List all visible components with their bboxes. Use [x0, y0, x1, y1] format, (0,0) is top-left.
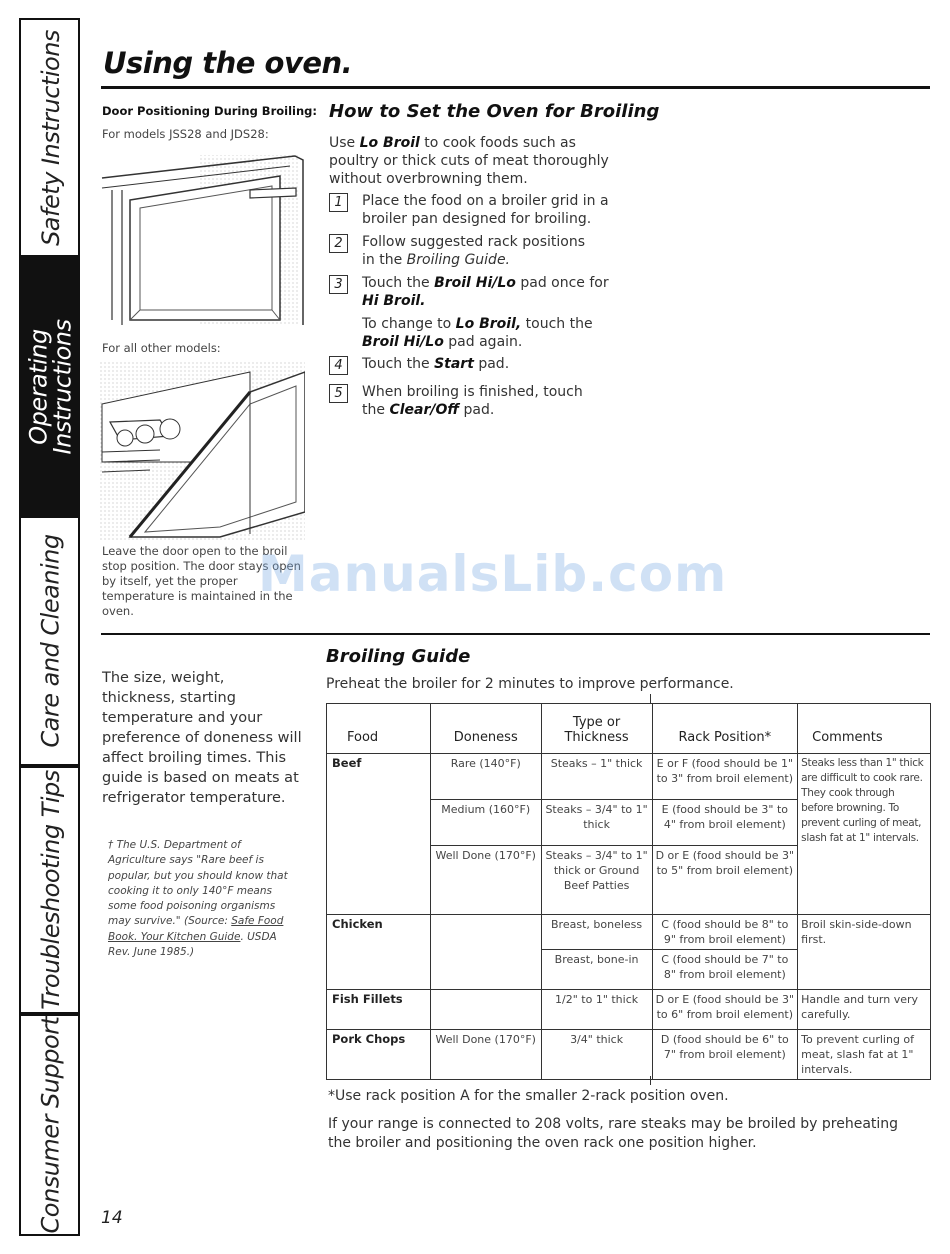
cell-thickness: 3/4" thick	[540, 1029, 653, 1080]
table-header: Food Doneness Type or Thickness Rack Pos…	[326, 703, 931, 754]
cell-comments: To prevent curling of meat, slash fat at…	[797, 1029, 931, 1080]
step-text: Touch the Broil Hi/Lo pad once for Hi Br…	[362, 275, 609, 309]
table-row: Breast, bone-in C (food should be 7" to …	[327, 949, 931, 990]
table-row: Well Done (170°F) Steaks – 3/4" to 1" th…	[327, 845, 931, 915]
oven-door-illustration-1	[101, 155, 304, 325]
cell-rack: D or E (food should be 3" to 6" from bro…	[651, 989, 799, 1030]
header-comments: Comments	[797, 703, 931, 754]
cell-rack: D (food should be 6" to 7" from broil el…	[651, 1029, 799, 1080]
step-text: Touch the Start pad.	[362, 356, 510, 372]
tab-label: Operating Instructions	[24, 319, 77, 454]
step-subtext: To change to Lo Broil, touch the Broil H…	[362, 316, 593, 350]
step-number: 5	[329, 384, 348, 403]
guide-left-text: The size, weight, thickness, starting te…	[102, 670, 302, 806]
cell-comments: Handle and turn very carefully.	[797, 989, 931, 1030]
cell-thickness: Breast, bone-in	[540, 949, 653, 990]
cell-thickness: Steaks – 1" thick	[540, 753, 653, 800]
table-row: Medium (160°F) Steaks – 3/4" to 1" thick…	[327, 799, 931, 846]
cell-doneness: Medium (160°F)	[429, 799, 542, 846]
tabs-divider	[78, 18, 80, 1236]
section-tabs: Safety Instructions Operating Instructio…	[19, 18, 80, 1236]
cell-doneness: Well Done (170°F)	[429, 1029, 542, 1080]
guide-note-voltage: If your range is connected to 208 volts,…	[328, 1116, 899, 1151]
cell-rack: E (food should be 3" to 4" from broil el…	[651, 799, 799, 846]
oven-door-illustration-2	[100, 362, 305, 540]
guide-connector-bottom	[650, 1076, 651, 1085]
header-food: Food	[326, 703, 431, 754]
broil-set-heading: How to Set the Oven for Broiling	[329, 101, 660, 122]
title-divider	[101, 86, 930, 89]
step-text: When broiling is finished, touch the Cle…	[362, 384, 583, 418]
tab-care-and-cleaning[interactable]: Care and Cleaning	[19, 516, 80, 766]
section-divider	[101, 633, 930, 635]
step-3: 3 Touch the Broil Hi/Lo pad once for Hi …	[329, 274, 627, 351]
broil-set-intro: Use Lo Broil to cook foods such as poult…	[329, 135, 609, 187]
broiling-guide-table: Food Doneness Type or Thickness Rack Pos…	[326, 703, 931, 1080]
page-title: Using the oven.	[103, 46, 353, 80]
step-number: 4	[329, 356, 348, 375]
step-1: 1 Place the food on a broiler grid in a …	[329, 192, 614, 228]
door-caption: Leave the door open to the broil stop po…	[102, 544, 301, 618]
guide-heading: Broiling Guide	[326, 646, 471, 667]
cell-food: Fish Fillets	[326, 989, 431, 1030]
cell-doneness: Rare (140°F)	[429, 753, 542, 800]
cell-rack: C (food should be 8" to 9" from broil el…	[651, 914, 799, 950]
cell-doneness	[429, 989, 542, 1030]
cell-doneness: Well Done (170°F)	[429, 845, 542, 915]
table-row: Fish Fillets 1/2" to 1" thick D or E (fo…	[326, 989, 931, 1030]
step-number: 3	[329, 275, 348, 294]
cell-food: Beef	[326, 753, 431, 915]
cell-rack: C (food should be 7" to 8" from broil el…	[651, 949, 799, 990]
cell-thickness: Steaks – 3/4" to 1" thick	[540, 799, 653, 846]
tab-label: Troubleshooting Tips	[36, 770, 65, 1010]
header-rack-position: Rack Position*	[651, 703, 799, 754]
header-thickness: Type or Thickness	[540, 703, 653, 754]
watermark: ManualsLib.com	[258, 545, 728, 603]
step-number: 1	[329, 193, 348, 212]
table-row: Chicken Breast, boneless C (food should …	[326, 914, 931, 990]
tab-label: Consumer Support	[36, 1016, 65, 1234]
door-models-2: For all other models:	[102, 341, 221, 355]
tab-troubleshooting-tips[interactable]: Troubleshooting Tips	[19, 766, 80, 1014]
cell-comments: Broil skin-side-down first.	[797, 914, 931, 990]
step-number: 2	[329, 234, 348, 253]
page-number: 14	[101, 1208, 123, 1228]
tab-label: Safety Instructions	[36, 29, 65, 246]
guide-note-rack: *Use rack position A for the smaller 2-r…	[328, 1088, 729, 1104]
door-heading: Door Positioning During Broiling:	[102, 104, 317, 118]
cell-thickness: Steaks – 3/4" to 1" thick or Ground Beef…	[540, 845, 653, 915]
cell-thickness: Breast, boneless	[540, 914, 653, 950]
step-text: Follow suggested rack positions in the B…	[362, 234, 585, 268]
cell-thickness: 1/2" to 1" thick	[540, 989, 653, 1030]
door-models-1: For models JSS28 and JDS28:	[102, 127, 269, 141]
tab-safety-instructions[interactable]: Safety Instructions	[19, 18, 80, 257]
tab-label: Care and Cleaning	[36, 534, 65, 748]
guide-connector-top	[650, 694, 651, 703]
cell-food: Chicken	[326, 914, 431, 990]
step-text: Place the food on a broiler grid in a br…	[362, 193, 609, 227]
tab-consumer-support[interactable]: Consumer Support	[19, 1014, 80, 1236]
table-row: Beef Rare (140°F) Steaks – 1" thick E or…	[326, 753, 931, 915]
step-4: 4 Touch the Start pad.	[329, 355, 509, 375]
cell-rack: D or E (food should be 3" to 5" from bro…	[651, 845, 799, 915]
table-row: Pork Chops Well Done (170°F) 3/4" thick …	[326, 1029, 931, 1080]
cell-doneness	[429, 914, 542, 990]
header-doneness: Doneness	[429, 703, 542, 754]
tab-operating-instructions[interactable]: Operating Instructions	[19, 257, 80, 516]
guide-preheat: Preheat the broiler for 2 minutes to imp…	[326, 676, 734, 692]
step-5: 5 When broiling is finished, touch the C…	[329, 383, 592, 419]
step-2: 2 Follow suggested rack positions in the…	[329, 233, 592, 269]
guide-footnote: † The U.S. Department of Agriculture say…	[108, 839, 288, 959]
cell-rack: E or F (food should be 1" to 3" from bro…	[651, 753, 799, 800]
cell-comments: Steaks less than 1" thick are difficult …	[797, 753, 931, 915]
cell-food: Pork Chops	[326, 1029, 431, 1080]
